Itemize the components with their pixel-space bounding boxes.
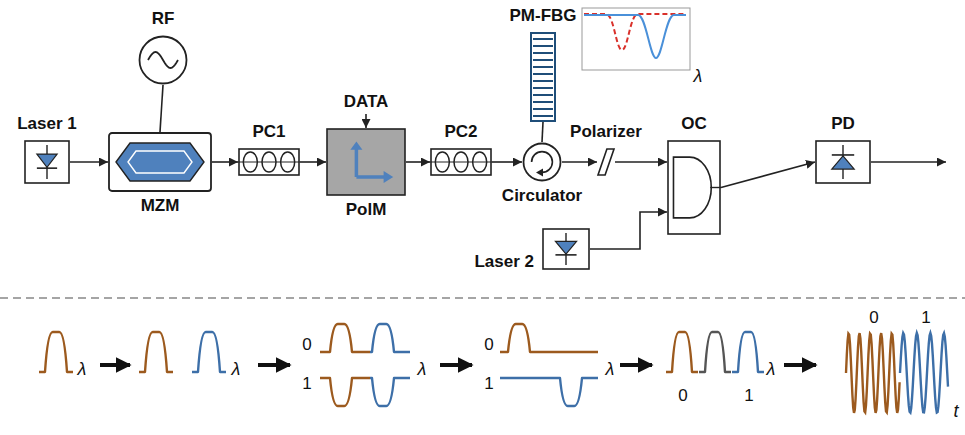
axis-label: λ — [418, 360, 427, 380]
component-label: OC — [681, 115, 707, 134]
component-label: Laser 1 — [17, 115, 77, 134]
fiber-grating: PM-FBG — [530, 32, 556, 122]
bit-label: 1 — [302, 375, 311, 394]
dashed-separator — [0, 297, 965, 299]
laser-source: Laser 1 — [24, 140, 70, 184]
pulse-sketch — [320, 378, 370, 406]
axis-label: λ — [767, 360, 776, 380]
pulse-sketch — [732, 332, 764, 372]
step-arrow — [620, 363, 652, 367]
fiber-connector — [492, 161, 522, 163]
axis-label: λ — [232, 360, 241, 380]
step-arrow — [440, 363, 472, 367]
box-outline — [431, 149, 491, 175]
bit-label: 1 — [921, 309, 930, 328]
box-outline — [327, 129, 405, 195]
laser-source: Laser 2 — [542, 228, 590, 270]
rf-wave-bit1 — [900, 333, 948, 413]
optical-coupler: OC — [667, 140, 721, 235]
spectrum-inset — [582, 8, 690, 70]
pulse-sketch — [666, 332, 698, 372]
fiber-grating-icon — [530, 32, 556, 122]
bit-label: 0 — [678, 387, 687, 406]
component-label: PolM — [346, 201, 387, 220]
step-arrow — [258, 363, 290, 367]
component-label: Polarizer — [570, 123, 642, 142]
fiber-connector — [590, 212, 667, 249]
modulator-box: MZM — [108, 132, 212, 192]
blue-spectrum — [584, 15, 686, 58]
photodetector-icon — [815, 140, 871, 184]
photodetector: PD — [815, 140, 871, 184]
laser-source-icon — [542, 228, 590, 270]
axis-label: λ — [694, 67, 703, 87]
polarization-controller-icon — [238, 148, 300, 176]
rf-wave-bit0 — [846, 333, 900, 413]
component-label: PC2 — [444, 123, 477, 142]
circulator-symbol-icon — [522, 142, 562, 182]
box-outline — [668, 141, 720, 234]
polarizer-symbol: Polarizer — [597, 148, 615, 176]
bit-label: 0 — [869, 309, 878, 328]
fiber-connector — [721, 162, 815, 188]
polarization-controller-icon — [430, 148, 492, 176]
bit-label: 1 — [484, 375, 493, 394]
inset-frame — [582, 8, 690, 70]
polarizer-symbol-icon — [597, 148, 615, 176]
component-label: PC1 — [252, 123, 285, 142]
circulator-symbol: Circulator — [522, 142, 562, 182]
pulse-sketch — [500, 324, 598, 352]
pulse-sketch — [370, 378, 410, 406]
axis-label: λ — [78, 360, 87, 380]
axis-label: t — [953, 402, 958, 422]
component-label: Laser 2 — [474, 253, 534, 272]
signal-sketches — [39, 324, 948, 413]
fiber-connector — [212, 161, 238, 163]
pulse-sketch — [370, 324, 410, 352]
optical-coupler-icon — [667, 140, 721, 235]
pulse-sketch — [192, 332, 226, 372]
pulse-sketch — [39, 332, 73, 372]
modulator-box-icon — [108, 132, 212, 192]
fiber-connector — [542, 122, 543, 142]
component-label: PD — [831, 115, 855, 134]
box-outline — [543, 229, 589, 269]
fiber-connector — [300, 161, 326, 163]
data-input-arrow — [365, 114, 367, 128]
component-label: MZM — [141, 197, 180, 216]
box-outline — [816, 141, 870, 183]
pulse-sketch — [500, 378, 598, 406]
fiber-connector — [562, 161, 597, 163]
fiber-connector — [615, 161, 667, 163]
fiber-connector — [160, 85, 163, 132]
polarization-modulator: PolM — [326, 128, 406, 196]
component-label: RF — [152, 10, 175, 29]
laser-source-icon — [24, 140, 70, 184]
polarization-controller: PC2 — [430, 148, 492, 176]
bit-label: 0 — [484, 336, 493, 355]
fiber-connector — [70, 161, 108, 163]
polarization-controller: PC1 — [238, 148, 300, 176]
pulse-sketch — [699, 332, 731, 372]
output-arrow — [871, 161, 946, 163]
rf-source: RF — [138, 35, 188, 85]
signal-name: DATA — [344, 93, 389, 112]
box-outline — [25, 141, 69, 183]
polarization-modulator-icon — [326, 128, 406, 196]
fiber-connector — [406, 161, 430, 163]
box-outline — [239, 149, 299, 175]
pulse-sketch — [139, 332, 173, 372]
axis-label: λ — [606, 360, 615, 380]
component-label: Circulator — [502, 187, 582, 206]
bit-label: 1 — [744, 387, 753, 406]
rf-source-icon — [138, 35, 188, 85]
step-arrows — [100, 365, 816, 366]
component-label: PM-FBG — [509, 7, 576, 26]
bit-label: 0 — [302, 336, 311, 355]
step-arrow — [784, 363, 816, 367]
step-arrow — [100, 363, 130, 367]
pulse-sketch — [320, 324, 370, 352]
